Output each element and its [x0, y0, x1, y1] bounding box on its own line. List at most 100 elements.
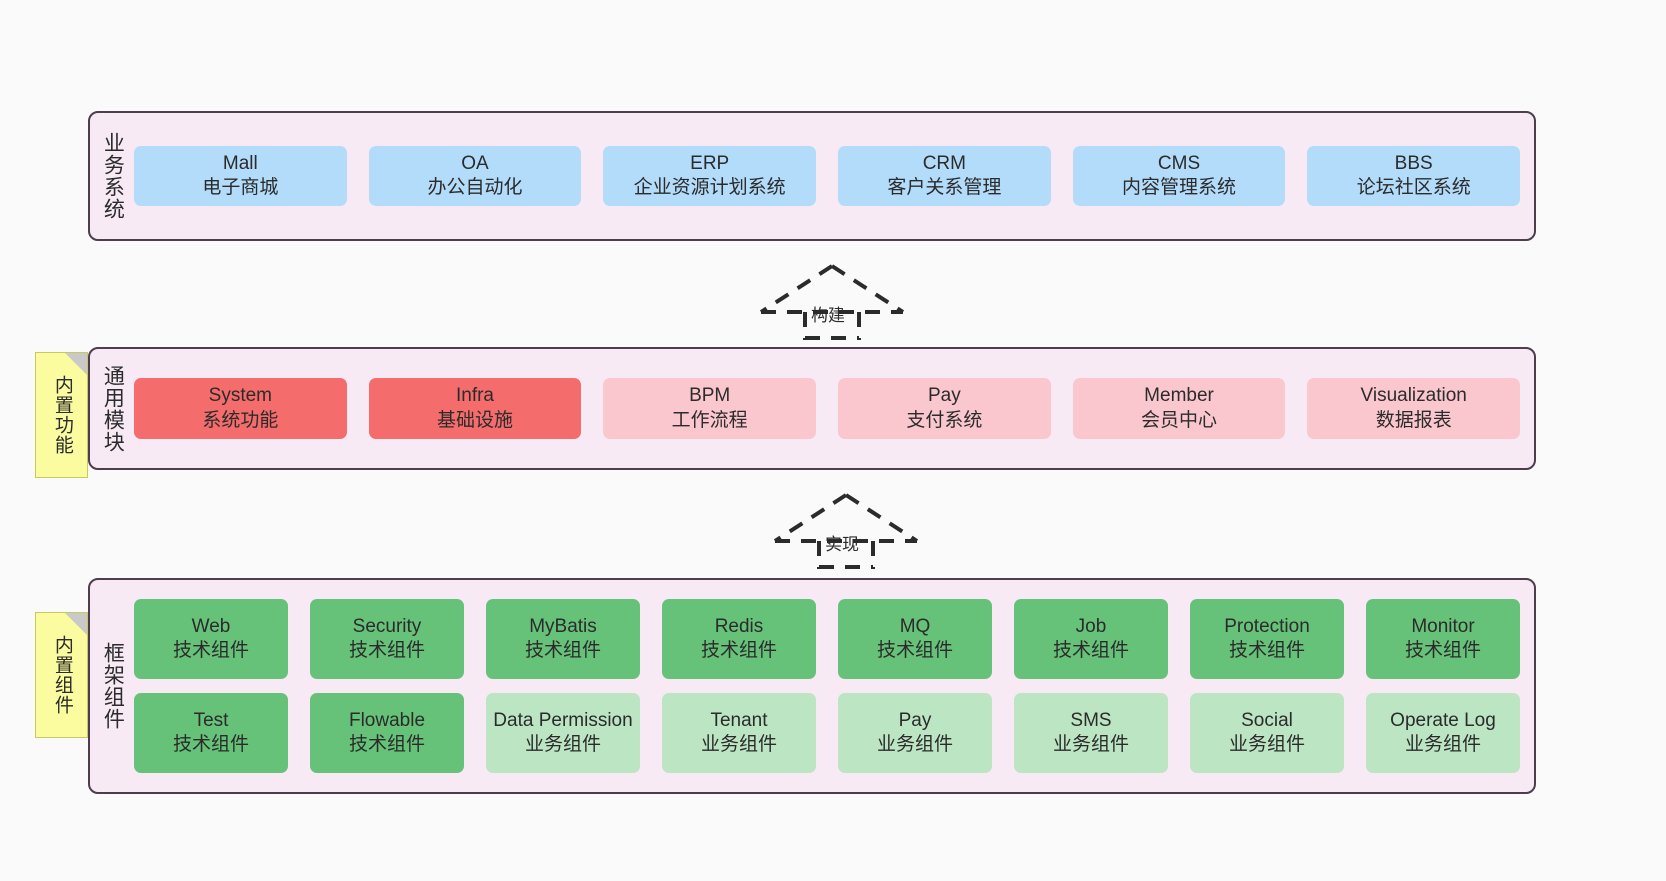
node-visualization[interactable]: Visualization 数据报表	[1307, 378, 1521, 439]
node-data-permission[interactable]: Data Permission 业务组件	[486, 693, 640, 773]
node-label-cn: 技术组件	[172, 734, 249, 755]
node-label-en: MyBatis	[529, 615, 597, 637]
node-erp[interactable]: ERP 企业资源计划系统	[603, 145, 817, 207]
node-cms[interactable]: CMS 内容管理系统	[1072, 145, 1286, 207]
node-social[interactable]: Social 业务组件	[1190, 693, 1344, 773]
node-mybatis[interactable]: MyBatis 技术组件	[486, 599, 640, 679]
node-row: Test 技术组件 Flowable 技术组件 Data Permission …	[134, 693, 1520, 773]
node-label-en: System	[208, 385, 273, 407]
layer-title-business-systems: 业务系统	[101, 132, 125, 220]
node-label-en: Redis	[714, 615, 764, 637]
triangle-right-edge	[844, 493, 919, 543]
node-label-en: Data Permission	[493, 709, 633, 731]
node-label-cn: 支付系统	[906, 409, 983, 431]
node-label-en: CRM	[922, 152, 966, 174]
node-label-en: MQ	[899, 615, 931, 637]
node-bpm[interactable]: BPM 工作流程	[603, 378, 817, 439]
node-label-en: Pay	[927, 385, 961, 407]
node-label-cn: 技术组件	[700, 640, 777, 661]
node-flowable[interactable]: Flowable 技术组件	[310, 693, 464, 773]
node-pay-module[interactable]: Pay 支付系统	[838, 378, 1051, 439]
node-monitor[interactable]: Monitor 技术组件	[1366, 599, 1520, 679]
node-label-en: Monitor	[1411, 615, 1475, 637]
node-row: Mall 电子商城 OA 办公自动化 ERP 企业资源计划系统 CRM 客户关系…	[134, 145, 1521, 207]
node-label-cn: 工作流程	[671, 409, 748, 431]
node-label-en: Web	[191, 615, 231, 637]
node-label-cn: 技术组件	[524, 640, 601, 661]
node-label-en: Mall	[222, 152, 258, 174]
node-label-en: CMS	[1157, 152, 1201, 174]
node-job[interactable]: Job 技术组件	[1014, 599, 1168, 679]
implement-connector-label: 实现	[825, 535, 859, 554]
node-label-cn: 技术组件	[876, 640, 953, 661]
node-label-cn: 业务组件	[524, 734, 601, 755]
node-label-en: BBS	[1394, 152, 1433, 174]
node-label-en: Member	[1144, 385, 1214, 407]
builtin-component-note-label: 内置组件	[51, 635, 73, 715]
node-label-cn: 业务组件	[700, 734, 777, 755]
node-label-cn: 内容管理系统	[1122, 177, 1237, 198]
node-label-en: Visualization	[1360, 385, 1467, 407]
node-label-cn: 业务组件	[1052, 734, 1129, 755]
node-redis[interactable]: Redis 技术组件	[662, 599, 816, 679]
layer-title-common-modules: 通用模块	[101, 364, 125, 453]
node-infra[interactable]: Infra 基础设施	[368, 378, 582, 439]
node-label-cn: 技术组件	[172, 640, 249, 661]
node-label-en: SMS	[1070, 709, 1112, 731]
node-system[interactable]: System 系统功能	[134, 378, 347, 439]
node-mq[interactable]: MQ 技术组件	[838, 599, 992, 679]
node-label-cn: 企业资源计划系统	[633, 177, 786, 198]
triangle-right-edge	[830, 264, 905, 314]
node-label-en: ERP	[690, 152, 730, 174]
node-member[interactable]: Member 会员中心	[1072, 378, 1286, 439]
node-label-en: Tenant	[710, 709, 768, 731]
node-label-en: OA	[461, 152, 489, 174]
triangle-left-edge	[759, 264, 834, 314]
layer-business-systems[interactable]: 业务系统 Mall 电子商城 OA 办公自动化 ERP 企业资源计划系统 CRM…	[88, 111, 1536, 241]
node-operate-log[interactable]: Operate Log 业务组件	[1366, 693, 1520, 773]
node-label-en: Pay	[898, 709, 932, 731]
node-protection[interactable]: Protection 技术组件	[1190, 599, 1344, 679]
node-row: Web 技术组件 Security 技术组件 MyBatis 技术组件 Redi…	[134, 599, 1520, 679]
node-security[interactable]: Security 技术组件	[310, 599, 464, 679]
node-label-cn: 业务组件	[1228, 734, 1305, 755]
node-label-cn: 电子商城	[202, 177, 279, 198]
node-label-cn: 技术组件	[1052, 640, 1129, 661]
node-label-cn: 办公自动化	[427, 177, 523, 198]
node-label-en: Security	[352, 615, 422, 637]
node-label-en: Operate Log	[1390, 709, 1496, 731]
node-label-en: Flowable	[348, 709, 426, 731]
layer-framework-components[interactable]: 框架组件 Web 技术组件 Security 技术组件 MyBatis 技术组件…	[88, 578, 1536, 794]
builtin-function-note-label: 内置功能	[51, 375, 73, 455]
node-label-cn: 会员中心	[1141, 409, 1218, 431]
node-label-cn: 业务组件	[1404, 734, 1481, 755]
node-pay-component[interactable]: Pay 业务组件	[838, 693, 992, 773]
node-sms[interactable]: SMS 业务组件	[1014, 693, 1168, 773]
node-label-en: BPM	[689, 385, 731, 407]
node-oa[interactable]: OA 办公自动化	[368, 145, 582, 207]
node-label-cn: 基础设施	[437, 409, 514, 431]
node-tenant[interactable]: Tenant 业务组件	[662, 693, 816, 773]
node-crm[interactable]: CRM 客户关系管理	[838, 145, 1051, 207]
layer-body-framework-components: Web 技术组件 Security 技术组件 MyBatis 技术组件 Redi…	[134, 580, 1534, 792]
layer-body-common-modules: System 系统功能 Infra 基础设施 BPM 工作流程 Pay 支付系统…	[134, 349, 1534, 468]
node-label-cn: 系统功能	[202, 409, 279, 431]
layer-common-modules[interactable]: 通用模块 System 系统功能 Infra 基础设施 BPM 工作流程 Pay…	[88, 347, 1536, 470]
node-label-en: Social	[1241, 709, 1293, 731]
node-test[interactable]: Test 技术组件	[134, 693, 288, 773]
node-row: System 系统功能 Infra 基础设施 BPM 工作流程 Pay 支付系统…	[134, 378, 1521, 439]
builtin-component-note[interactable]: 内置组件	[35, 612, 88, 738]
node-label-cn: 论坛社区系统	[1356, 177, 1471, 198]
node-bbs[interactable]: BBS 论坛社区系统	[1307, 145, 1521, 207]
builtin-function-note[interactable]: 内置功能	[35, 352, 88, 478]
node-mall[interactable]: Mall 电子商城	[134, 145, 347, 207]
node-label-cn: 技术组件	[348, 734, 425, 755]
layer-title-framework-components: 框架组件	[101, 642, 125, 730]
node-label-en: Job	[1075, 615, 1107, 637]
implement-connector: 实现	[771, 491, 921, 569]
build-connector: 构建	[757, 262, 907, 340]
triangle-left-edge	[773, 493, 848, 543]
node-web[interactable]: Web 技术组件	[134, 599, 288, 679]
node-label-cn: 数据报表	[1375, 409, 1452, 431]
